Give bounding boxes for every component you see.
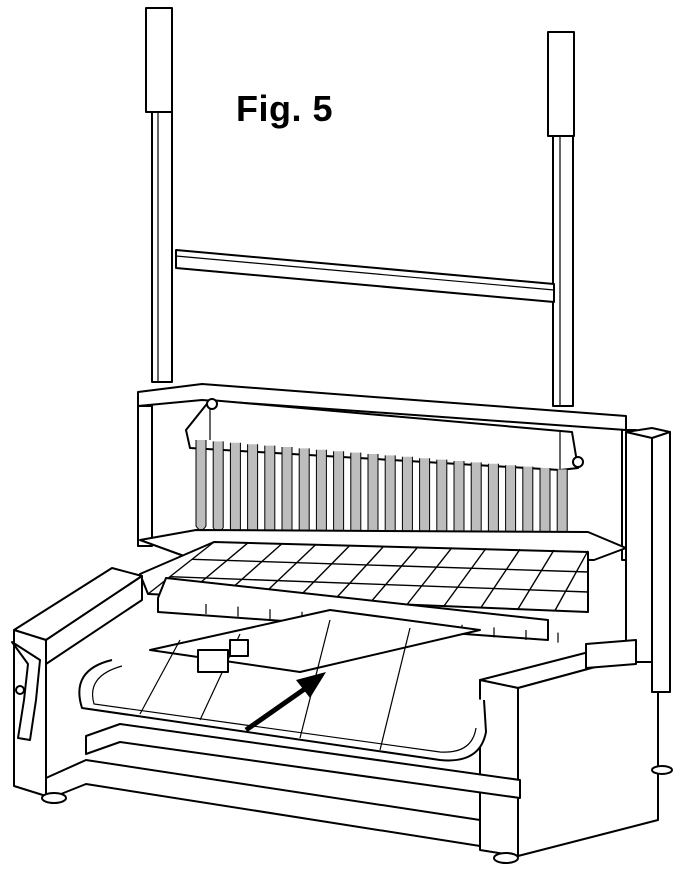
grid-line xyxy=(480,548,521,608)
crank-handle xyxy=(11,641,41,741)
grid-line xyxy=(295,544,351,601)
right-upright-post xyxy=(547,31,575,407)
tine xyxy=(264,445,276,537)
grid-line xyxy=(443,547,487,607)
tine xyxy=(229,442,241,534)
grid-line xyxy=(332,545,385,602)
tine xyxy=(212,441,224,533)
front-blade-bar xyxy=(157,577,559,643)
grid-line xyxy=(406,547,453,605)
tine xyxy=(195,440,207,531)
slide-rail-frame xyxy=(78,609,487,762)
grid-line xyxy=(517,549,555,610)
upper-crossbar xyxy=(175,249,555,303)
tine xyxy=(281,447,293,539)
left-upright-post xyxy=(145,7,173,383)
tine xyxy=(298,448,310,541)
grid-line xyxy=(554,550,589,611)
base-frame xyxy=(13,427,673,864)
direction-arrow xyxy=(244,672,326,733)
grid-line xyxy=(191,558,589,573)
grid-line xyxy=(369,546,419,604)
grid-line xyxy=(147,541,215,595)
figure-label: Fig. 5 xyxy=(236,88,334,129)
tine xyxy=(315,449,327,542)
tine xyxy=(333,451,345,544)
tine xyxy=(247,444,259,536)
grid-line xyxy=(169,575,589,593)
